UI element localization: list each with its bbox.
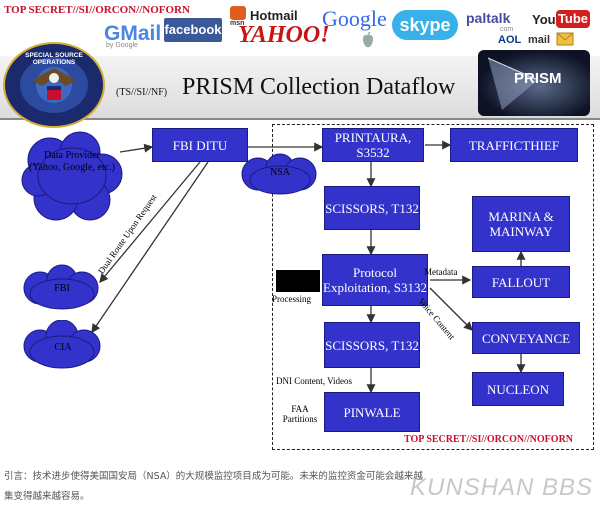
classification-banner-top: TOP SECRET//SI//ORCON//NOFORN bbox=[4, 4, 190, 16]
special-source-operations-seal bbox=[2, 42, 106, 128]
aol-logo: AOL bbox=[498, 34, 522, 46]
trafficthief-box: TRAFFICTHIEF bbox=[450, 128, 578, 162]
marina-mainway-box: MARINA & MAINWAY bbox=[472, 196, 570, 252]
pinwale-box: PINWALE bbox=[324, 392, 420, 432]
caption-line-1: 引言：技术进步使得美国国安局（NSA）的大规模监控项目成为可能。未来的监控资金可… bbox=[4, 471, 423, 482]
google-logo: Google bbox=[322, 6, 387, 31]
prism-badge: PRISM bbox=[478, 50, 590, 116]
prism-badge-label: PRISM bbox=[514, 70, 562, 87]
nsa-label: NSA bbox=[269, 167, 290, 178]
yahoo-logo: YAHOO! bbox=[238, 22, 330, 48]
nsa-processing-region bbox=[272, 124, 594, 450]
dni-content-label: DNI Content, Videos bbox=[276, 376, 353, 386]
scissors-box-1: SCISSORS, T132 bbox=[324, 186, 420, 230]
seal-text: SPECIAL SOURCE OPERATIONS bbox=[25, 52, 83, 66]
printaura-box: PRINTAURA, S3532 bbox=[322, 128, 424, 162]
cia-cloud bbox=[22, 319, 104, 372]
fallout-box: FALLOUT bbox=[472, 266, 570, 298]
gmail-logo: GMail bbox=[104, 22, 162, 45]
metadata-label: Metadata bbox=[424, 267, 458, 277]
watermark: KUNSHAN BBS bbox=[410, 474, 594, 501]
apple-icon bbox=[360, 31, 376, 50]
processing-label: Processing bbox=[272, 294, 311, 304]
cia-label: CIA bbox=[54, 342, 72, 353]
conveyance-box: CONVEYANCE bbox=[472, 322, 580, 354]
fbi-ditu-box: FBI DITU bbox=[152, 128, 248, 162]
msn-butterfly-icon bbox=[230, 6, 246, 20]
caption-line-2: 集变得越来越容易。 bbox=[4, 491, 90, 502]
redaction-block bbox=[276, 270, 320, 292]
data-provider-cloud bbox=[20, 130, 124, 222]
youtube-logo-you: You bbox=[532, 12, 556, 27]
classification-banner-bottom: TOP SECRET//SI//ORCON//NOFORN bbox=[404, 434, 574, 445]
paltalk-logo-sub: com bbox=[500, 26, 514, 33]
fbi-cloud bbox=[22, 264, 102, 312]
gmail-logo-sub: by Google bbox=[106, 42, 138, 49]
nsa-cloud bbox=[238, 152, 322, 196]
facebook-logo: facebook bbox=[164, 18, 222, 42]
hotmail-logo: Hotmail bbox=[250, 8, 298, 23]
envelope-icon bbox=[556, 32, 574, 46]
data-provider-label: Data Provider (Yahoo, Google, etc.) bbox=[29, 150, 115, 173]
fbi-label: FBI bbox=[54, 283, 70, 294]
scissors-box-2: SCISSORS, T132 bbox=[324, 322, 420, 368]
protocol-exploitation-box: Protocol Exploitation, S3132 bbox=[322, 254, 428, 306]
paltalk-logo: paltalk bbox=[466, 10, 511, 26]
aol-mail-logo: mail bbox=[528, 34, 551, 46]
page-title: PRISM Collection Dataflow bbox=[182, 74, 456, 100]
nucleon-box: NUCLEON bbox=[472, 372, 564, 406]
title-classification-prefix: (TS//SI//NF) bbox=[116, 87, 168, 98]
msn-logo: msn bbox=[230, 20, 245, 27]
youtube-logo-tube: Tube bbox=[556, 10, 590, 28]
faa-partitions-label: FAA Partitions bbox=[282, 404, 318, 424]
skype-logo: skype bbox=[392, 10, 458, 40]
